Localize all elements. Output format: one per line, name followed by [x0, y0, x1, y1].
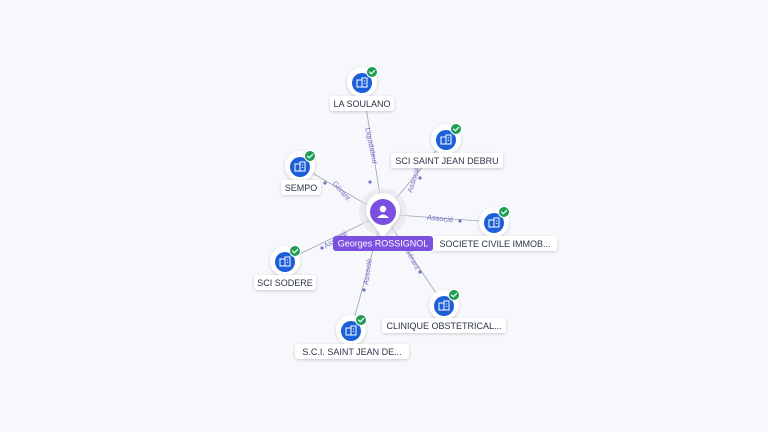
- check-icon: [289, 245, 301, 257]
- edge-arrow-sci-saint-jean-de: [362, 288, 366, 292]
- company-label-text: SCI SAINT JEAN DEBRU: [395, 156, 498, 166]
- check-icon: [450, 123, 462, 135]
- company-label: SEMPO: [281, 180, 321, 195]
- building-icon: [352, 73, 372, 93]
- company-node-sci-saint-jean-debru[interactable]: SCI SAINT JEAN DEBRU: [391, 123, 503, 169]
- company-node-sci-sodere[interactable]: SCI SODERE: [254, 245, 316, 291]
- company-label-text: LA SOULANO: [333, 99, 390, 109]
- edge-arrow-sci-sodere: [320, 246, 324, 250]
- company-label-text: S.C.I. SAINT JEAN DE...: [302, 347, 401, 357]
- building-icon: [341, 321, 361, 341]
- check-icon: [355, 314, 367, 326]
- check-icon: [498, 206, 510, 218]
- company-label-text: CLINIQUE OBSTETRICAL...: [386, 321, 501, 331]
- building-icon: [290, 157, 310, 177]
- edge-label: Associé: [427, 213, 454, 225]
- center-name: Georges ROSSIGNOL: [338, 238, 429, 248]
- edge-arrow-sci-saint-jean-debru: [418, 176, 422, 180]
- edge-label: Liquidateur: [363, 127, 380, 166]
- edge-arrow-societe-civile: [458, 219, 462, 223]
- building-icon: [434, 296, 454, 316]
- edge-label: Associé: [361, 258, 374, 285]
- edge-label: Gérant: [330, 179, 353, 203]
- check-icon: [366, 66, 378, 78]
- building-icon: [484, 213, 504, 233]
- person-icon: [377, 205, 389, 218]
- company-node-societe-civile[interactable]: SOCIETE CIVILE IMMOB...: [433, 206, 557, 252]
- edge-arrow-sempo: [323, 181, 327, 185]
- edge-arrow-clinique: [418, 270, 422, 274]
- company-node-clinique[interactable]: CLINIQUE OBSTETRICAL...: [382, 289, 506, 334]
- check-icon: [304, 150, 316, 162]
- edge-label: Associé: [405, 166, 422, 194]
- company-node-la-soulano[interactable]: LA SOULANO: [330, 66, 394, 112]
- center-name-badge: Georges ROSSIGNOL: [333, 236, 433, 251]
- check-icon: [448, 289, 460, 301]
- company-label: S.C.I. SAINT JEAN DE...: [295, 344, 409, 359]
- company-label: LA SOULANO: [330, 96, 394, 111]
- building-icon: [275, 252, 295, 272]
- company-label-text: SEMPO: [285, 183, 318, 193]
- company-label: SOCIETE CIVILE IMMOB...: [433, 236, 557, 251]
- building-icon: [436, 130, 456, 150]
- company-node-sempo[interactable]: SEMPO: [281, 150, 321, 196]
- company-label: CLINIQUE OBSTETRICAL...: [382, 318, 506, 333]
- center-person-node[interactable]: Georges ROSSIGNOL: [333, 188, 433, 251]
- company-label: SCI SODERE: [254, 275, 316, 290]
- company-label-text: SCI SODERE: [257, 278, 313, 288]
- company-label-text: SOCIETE CIVILE IMMOB...: [439, 239, 550, 249]
- edge-arrow-la-soulano: [368, 180, 372, 184]
- company-label: SCI SAINT JEAN DEBRU: [391, 153, 503, 168]
- company-node-sci-saint-jean-de[interactable]: S.C.I. SAINT JEAN DE...: [295, 314, 409, 360]
